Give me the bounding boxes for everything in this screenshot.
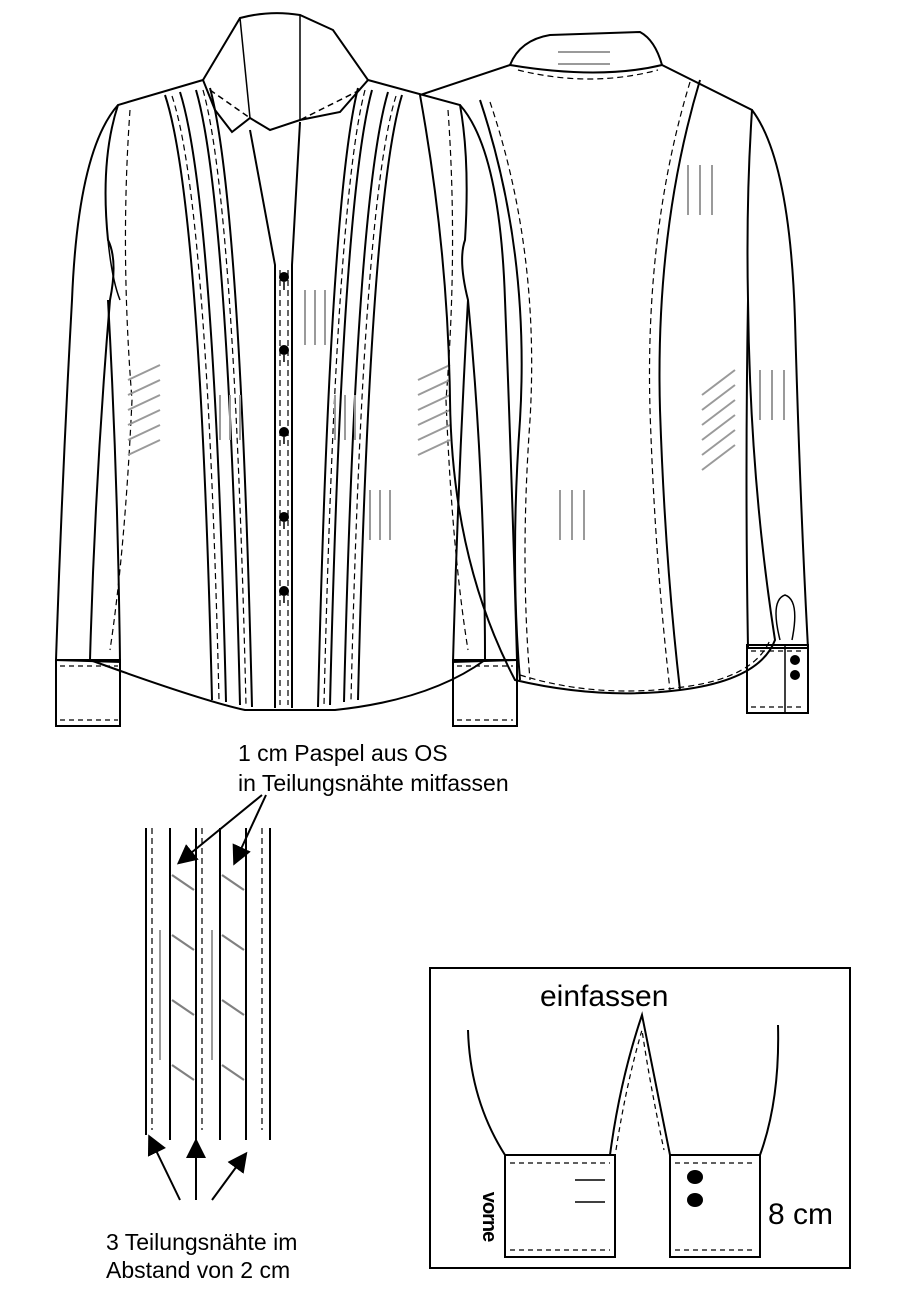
front-body-outline <box>88 79 487 711</box>
cuff-front <box>504 1154 616 1258</box>
cuff-detail-box <box>429 967 851 1269</box>
front-right-cuff <box>452 659 518 727</box>
back-right-sleeve <box>745 109 810 649</box>
front-collar <box>201 12 370 134</box>
back-collar <box>508 30 664 74</box>
back-view <box>418 30 810 714</box>
front-right-sleeve <box>451 104 519 664</box>
back-grain-marks <box>559 165 785 540</box>
cuff-buttons <box>687 1170 703 1207</box>
cuff-back <box>669 1154 761 1258</box>
piping-note: 1 cm Paspel aus OS in Teilungsnähte mitf… <box>238 738 509 798</box>
seams-note-line1: 3 Teilungsnähte im <box>106 1229 298 1255</box>
front-left-sleeve <box>54 104 122 664</box>
cuff-height-label: 8 cm <box>768 1198 834 1231</box>
einfassen-label: einfassen <box>540 980 669 1013</box>
back-cuff-buttons <box>790 655 800 680</box>
vorne-label: vorne <box>478 1191 501 1242</box>
piping-detail <box>145 828 271 1140</box>
front-left-cuff <box>55 659 121 727</box>
front-view <box>54 12 519 727</box>
front-placket <box>249 121 301 708</box>
front-grain-marks <box>127 290 451 540</box>
seams-note-line2: Abstand von 2 cm <box>106 1257 291 1283</box>
piping-note-line2: in Teilungsnähte mitfassen <box>238 770 509 796</box>
piping-note-line1: 1 cm Paspel aus OS <box>238 740 448 766</box>
piping-arrows <box>147 794 267 1201</box>
seams-note: 3 Teilungsnähte im Abstand von 2 cm <box>106 1228 297 1284</box>
front-buttons <box>279 272 289 603</box>
back-cuff <box>746 644 809 714</box>
